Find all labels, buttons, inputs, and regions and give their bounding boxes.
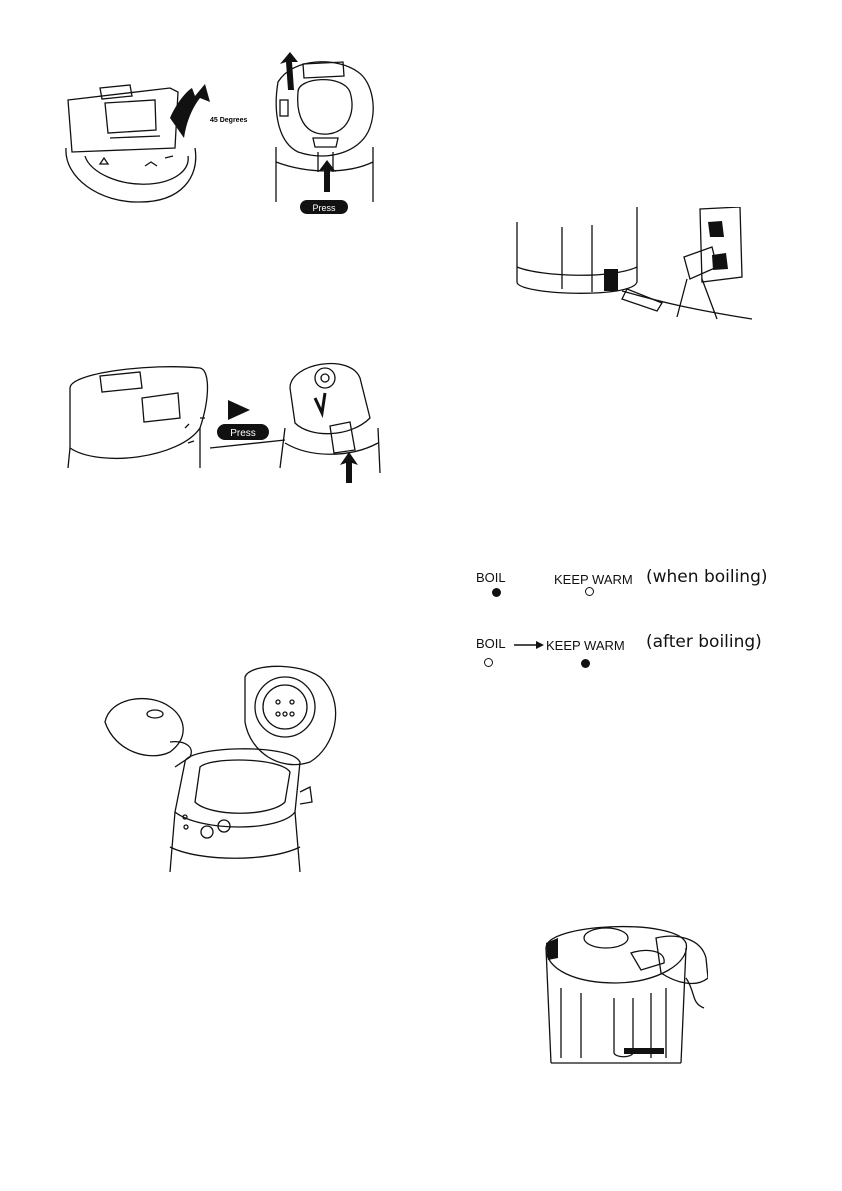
- power-cord-outlet-illustration: [516, 207, 753, 320]
- figure-lid-release-press: Press: [268, 52, 383, 217]
- keep-warm-label-row1: KEEP WARM: [554, 572, 633, 587]
- airpot-closing-lid-illustration: Press: [67, 362, 381, 483]
- when-boiling-note: (when boiling): [646, 567, 768, 587]
- boil-indicator-light-on: [492, 588, 501, 597]
- airpot-button-press-illustration: [545, 925, 708, 1064]
- boil-label-row2: BOIL: [476, 636, 506, 651]
- press-label: Press: [312, 203, 336, 213]
- figure-power-plug: [512, 207, 762, 322]
- airpot-lid-open-illustration: 45 Degrees: [65, 84, 247, 203]
- keep-warm-label-row2: KEEP WARM: [546, 638, 625, 653]
- airpot-filling-illustration: [104, 665, 337, 873]
- figure-lid-45-degrees: 45 Degrees: [60, 78, 250, 208]
- after-boiling-note: (after boiling): [646, 632, 762, 652]
- figure-lid-close-press: Press: [60, 358, 390, 483]
- indicator-legend: BOIL KEEP WARM (when boiling) BOIL KEEP …: [476, 566, 768, 676]
- airpot-top-view-illustration: Press: [275, 52, 374, 214]
- angle-label: 45 Degrees: [210, 117, 247, 124]
- boil-indicator-light-off: [484, 658, 493, 667]
- keep-warm-indicator-light-on: [581, 659, 590, 668]
- press-label-close: Press: [230, 428, 256, 439]
- boil-label-row1: BOIL: [476, 570, 506, 585]
- figure-press-button: [536, 908, 708, 1078]
- keep-warm-indicator-light-off: [585, 587, 594, 596]
- right-arrow-icon: [514, 641, 544, 649]
- figure-filling-water: [100, 662, 350, 882]
